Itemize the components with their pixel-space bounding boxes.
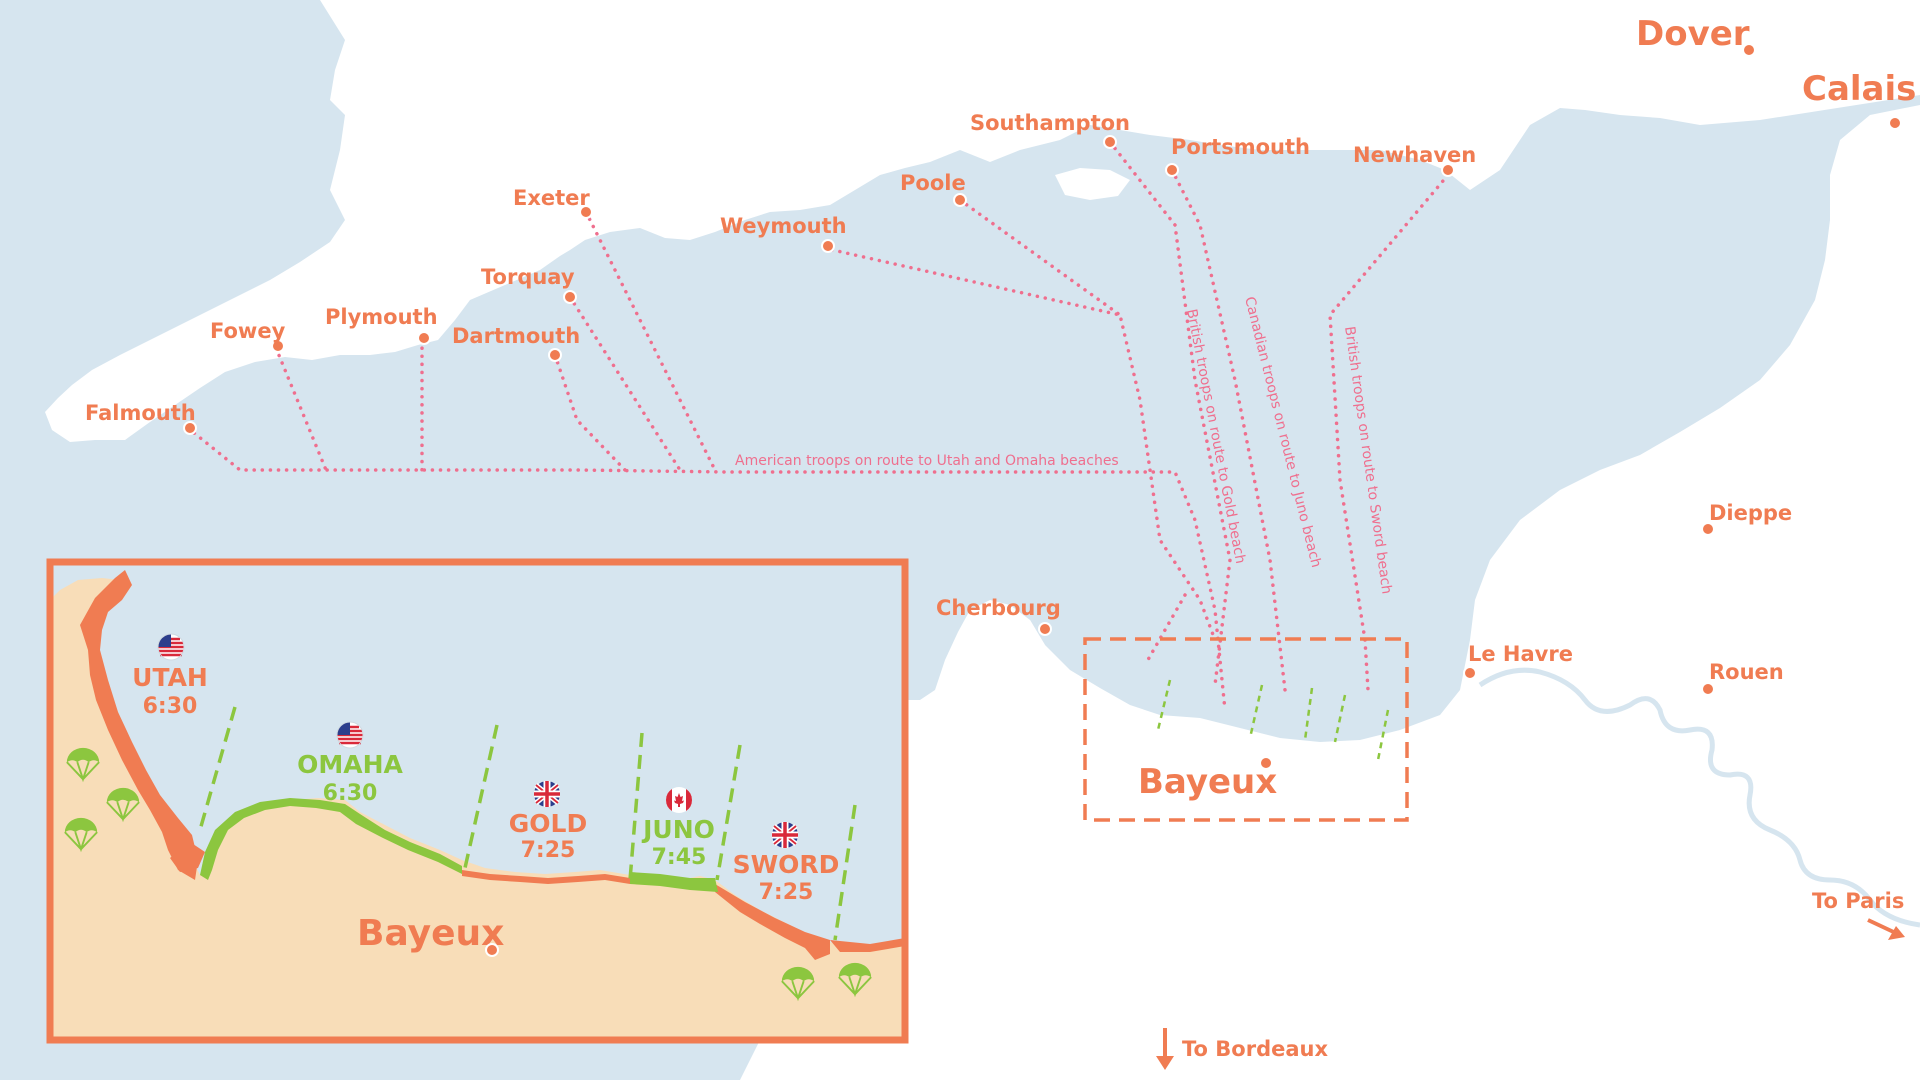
- beach-juno-name: JUNO: [641, 815, 715, 844]
- beach-utah-time: 6:30: [143, 694, 198, 719]
- main-beach-markers: [1156, 679, 1390, 761]
- uk-flag-icon: [534, 781, 560, 807]
- city-dover: Dover: [1636, 14, 1750, 54]
- us-flag-icon: [156, 632, 186, 662]
- beach-omaha-time: 6:30: [323, 781, 378, 806]
- city-weymouth: Weymouth: [720, 214, 847, 238]
- inset-coast-gold: [462, 870, 630, 884]
- inset-bayeux-label: Bayeux: [357, 913, 504, 954]
- england-landmass: [45, 0, 1920, 442]
- canada-flag-icon: [665, 787, 693, 813]
- inset-coast-sword: [715, 884, 830, 960]
- city-newhaven: Newhaven: [1353, 143, 1476, 167]
- inset-map: UTAH 6:30 OMAHA 6:30 GOLD 7:25 JUNO 7:45…: [46, 558, 909, 1044]
- beach-sword-time: 7:25: [759, 880, 814, 905]
- beach-juno-time: 7:45: [652, 845, 707, 870]
- river-seine: [1478, 667, 1920, 928]
- inset-frame: [46, 558, 909, 1044]
- city-dartmouth: Dartmouth: [452, 324, 580, 348]
- city-cherbourg: Cherbourg: [936, 596, 1061, 620]
- city-falmouth: Falmouth: [85, 401, 196, 425]
- city-exeter: Exeter: [513, 186, 590, 210]
- city-markers: [183, 43, 1902, 770]
- isle-of-wight: [1055, 168, 1130, 200]
- city-plymouth: Plymouth: [325, 305, 438, 329]
- inset-coast-juno: [630, 872, 718, 892]
- us-flag-icon: [335, 720, 365, 750]
- beach-gold-time: 7:25: [521, 838, 576, 863]
- city-bayeux-main: Bayeux: [1138, 762, 1277, 802]
- city-poole: Poole: [900, 171, 966, 195]
- inset-land: [50, 578, 905, 1040]
- city-torquay: Torquay: [481, 265, 575, 289]
- city-fowey: Fowey: [210, 319, 286, 343]
- city-rouen: Rouen: [1709, 660, 1784, 684]
- city-portsmouth: Portsmouth: [1171, 135, 1310, 159]
- city-calais: Calais: [1802, 69, 1916, 109]
- uk-flag-icon: [772, 822, 798, 848]
- route-label-american: American troops on route to Utah and Oma…: [735, 453, 1119, 469]
- city-southampton: Southampton: [970, 111, 1130, 135]
- city-le-havre: Le Havre: [1468, 642, 1573, 666]
- beach-sword-name: SWORD: [733, 850, 840, 879]
- beach-gold-name: GOLD: [509, 809, 587, 838]
- city-dieppe: Dieppe: [1709, 501, 1792, 525]
- france-landmass: [740, 105, 1920, 1080]
- beach-utah-name: UTAH: [132, 663, 208, 692]
- to-paris-label: To Paris: [1812, 889, 1904, 913]
- cotentin-peninsula: [990, 600, 1045, 660]
- beach-omaha-name: OMAHA: [297, 750, 403, 779]
- bayeux-area-box: [1083, 637, 1409, 822]
- route-paths: [186, 140, 1450, 712]
- to-bordeaux-label: To Bordeaux: [1182, 1037, 1328, 1061]
- inset-beach-dividers: [198, 706, 857, 941]
- inset-bayeux-marker: [485, 943, 499, 957]
